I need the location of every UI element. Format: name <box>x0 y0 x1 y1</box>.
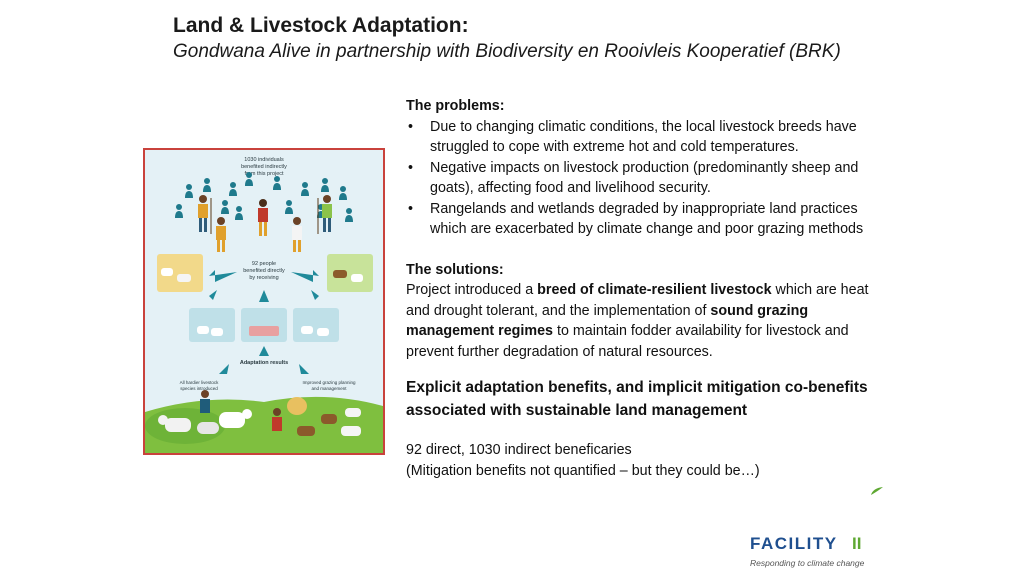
infographic-illustration: 1030 individuals benefited indirectly fr… <box>145 150 383 453</box>
slide-content: The problems: Due to changing climatic c… <box>406 96 876 481</box>
livestock-photo-right <box>327 254 373 292</box>
beneficiaries-text: 92 direct, 1030 indirect beneficaries (M… <box>406 440 876 481</box>
logo-wordmark: FACILITY <box>750 534 838 553</box>
result-right-1: Improved grazing planning <box>302 380 356 385</box>
result-box-1 <box>189 308 235 342</box>
livestock-photo-left <box>157 254 203 292</box>
indirect-label-2: benefited indirectly <box>241 164 287 170</box>
solutions-heading: The solutions: <box>406 261 504 278</box>
adaptation-results-label: Adaptation results <box>240 360 288 366</box>
direct-label-1: 92 people <box>252 261 276 267</box>
beneficiaries-line-2: (Mitigation benefits not quantified – bu… <box>406 462 760 479</box>
flow-arrows <box>209 270 319 302</box>
logo-tagline: Responding to climate change <box>750 558 865 568</box>
indirect-label-1: 1030 individuals <box>244 157 284 163</box>
direct-label-3: by receiving <box>249 275 278 281</box>
leaf-icon <box>871 487 883 495</box>
result-right-2: and management <box>311 386 347 391</box>
grazing-management-emphasis: sound grazing management regimes <box>406 302 809 340</box>
result-left-1: All hardier livestock <box>180 380 220 385</box>
farmer-with-tablet <box>200 390 282 431</box>
facility-logo: FACILITY II Responding to climate change <box>748 486 888 572</box>
climate-resilient-livestock-emphasis: breed of climate-resilient livestock <box>537 282 772 298</box>
livestock-animals <box>158 397 361 436</box>
logo-numeral: II <box>852 534 862 553</box>
direct-label-2: benefited directly <box>243 268 285 274</box>
farmer-figures <box>198 195 332 252</box>
problem-item: Due to changing climatic conditions, the… <box>406 117 876 158</box>
beneficiaries-line-1: 92 direct, 1030 indirect beneficaries <box>406 442 632 458</box>
benefits-heading: Explicit adaptation benefits, and implic… <box>406 379 868 419</box>
slide-subtitle: Gondwana Alive in partnership with Biodi… <box>173 41 841 62</box>
problems-list: Due to changing climatic conditions, the… <box>406 117 876 240</box>
result-box-3 <box>293 308 339 342</box>
problem-item: Rangelands and wetlands degraded by inap… <box>406 199 876 240</box>
people-icons <box>175 172 353 222</box>
result-left-2: species introduced <box>180 386 218 391</box>
slide-title: Land & Livestock Adaptation: <box>173 14 469 37</box>
solutions-text: Project introduced a breed of climate-re… <box>406 282 869 360</box>
result-box-2 <box>241 308 287 342</box>
problem-item: Negative impacts on livestock production… <box>406 158 876 199</box>
problems-heading: The problems: <box>406 98 505 114</box>
project-infographic: 1030 individuals benefited indirectly fr… <box>143 148 385 455</box>
indirect-label-3: from this project <box>244 171 284 177</box>
